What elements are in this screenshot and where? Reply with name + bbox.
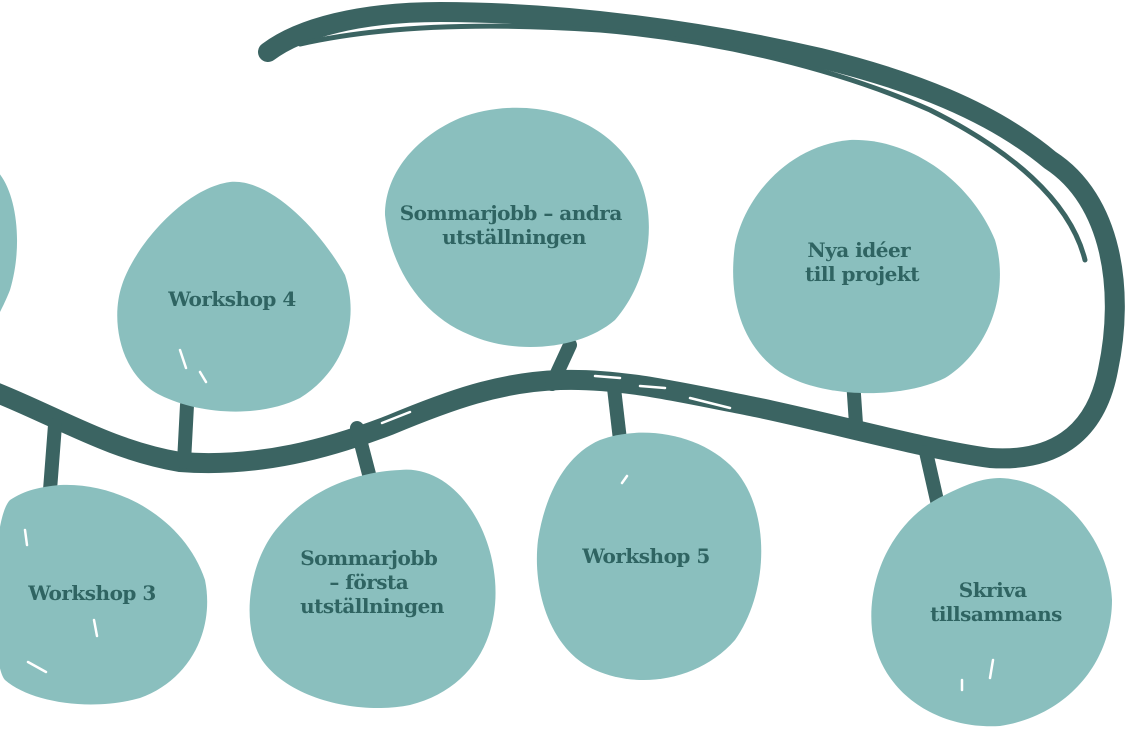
node-workshop-4-blob [117,181,351,412]
branch-highlights [380,374,732,425]
node-skriva-tillsammans-blob [871,478,1112,727]
node-nya-ideer-label: Nya idéer till projekt [805,238,920,286]
stem-workshop-3 [43,418,62,497]
node-workshop-3-label: Workshop 3 [27,581,156,605]
stem-workshop-5 [607,381,627,447]
node-sommarjobb-forsta-label: Sommarjobb – första utställningen [300,546,445,618]
node-nya-ideer[interactable]: Nya idéer till projekt [733,139,1000,394]
node-sommarjobb-forsta-blob [249,469,496,708]
node-sommarjobb-andra-label: Sommarjobb – andra utställningen [400,201,629,249]
stem-sommarjobb-forsta [350,421,377,485]
node-workshop-4[interactable]: Workshop 4 [117,181,351,412]
node-workshop-5[interactable]: Workshop 5 [536,432,762,680]
node-workshop-3[interactable]: Workshop 3 [0,484,208,705]
node-sommarjobb-andra[interactable]: Sommarjobb – andra utställningen [385,107,649,347]
node-sommarjobb-forsta[interactable]: Sommarjobb – första utställningen [249,469,496,708]
node-skriva-tillsammans[interactable]: Skriva tillsammans [871,478,1112,727]
node-workshop-3-blob [0,484,208,705]
node-workshop-5-blob [536,432,762,680]
node-workshop-5-label: Workshop 5 [581,544,710,568]
stem-workshop-4 [177,398,194,469]
node-sommarjobb-andra-blob [385,107,649,347]
main-branch [0,2,1125,474]
node-workshop-4-label: Workshop 4 [167,287,296,311]
stem-sommarjobb-andra [545,338,577,391]
node-skriva-tillsammans-label: Skriva tillsammans [930,578,1062,626]
node-nya-ideer-blob [733,139,1000,394]
stem-skriva-tillsammans [919,445,945,512]
partial-node-left [0,174,18,312]
loop-highlight-stroke [297,23,1088,263]
